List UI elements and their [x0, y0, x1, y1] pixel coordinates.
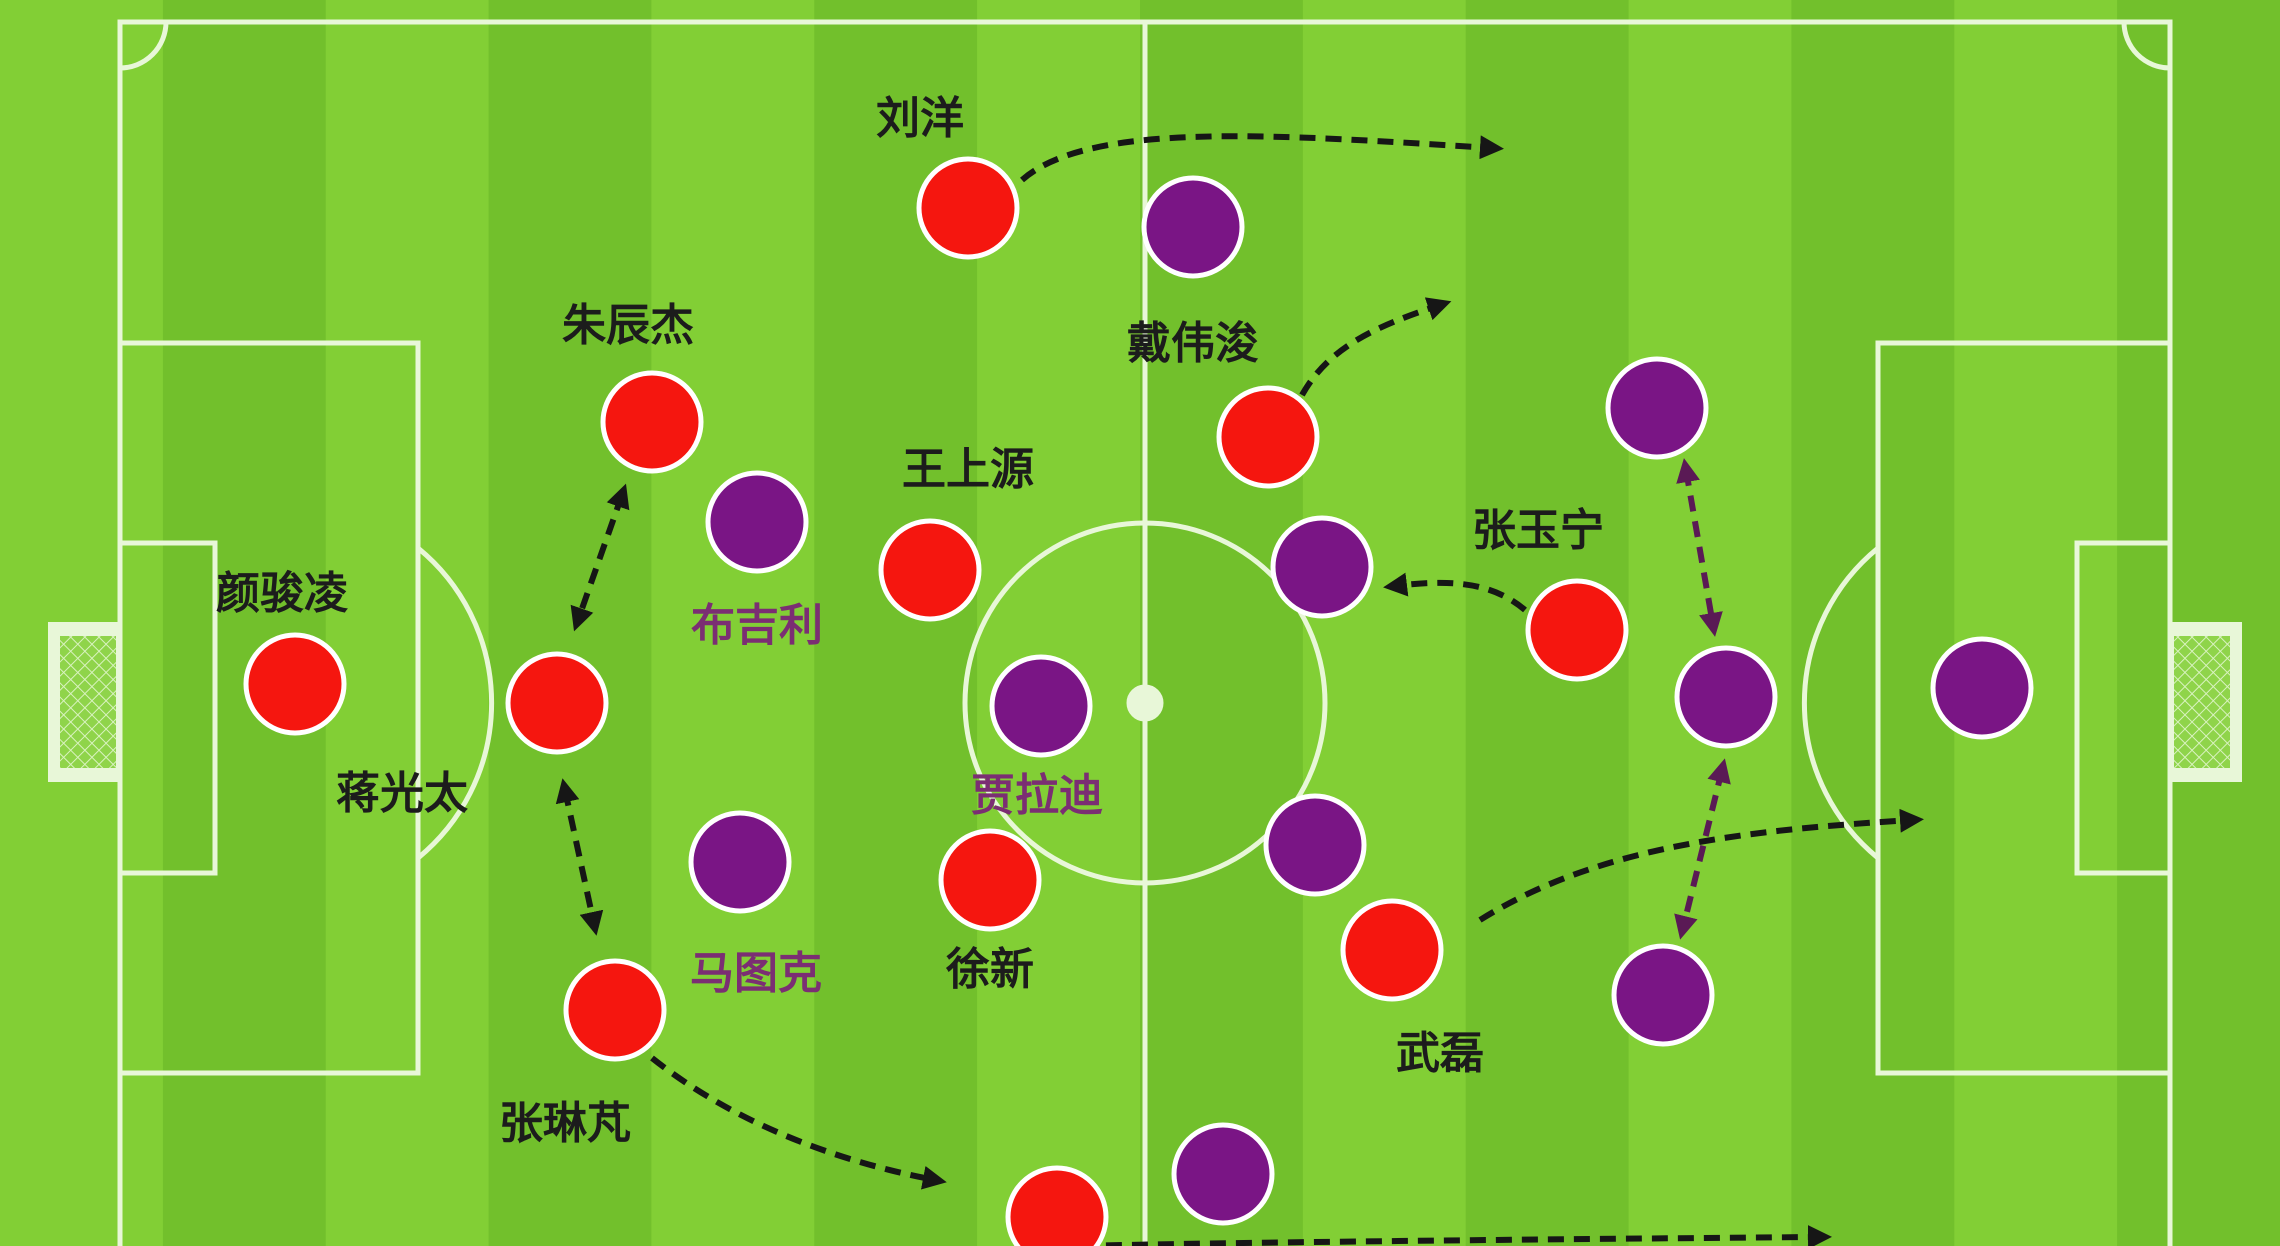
center-circle [962, 520, 1328, 886]
label-wu-lei: 武磊 [1396, 1028, 1484, 1079]
player-purple-purple-top [1141, 175, 1245, 279]
grass-stripe [1791, 0, 1956, 1246]
run-arrow-zhang-yuning [1383, 572, 1527, 613]
cover-arrow-zhu-jiang [570, 483, 630, 632]
label-zhu-chenjie: 朱辰杰 [562, 300, 694, 351]
player-purple-purple-center-right [1270, 515, 1374, 619]
movement-arrows [555, 133, 1924, 1246]
grass-stripe [325, 0, 490, 1246]
player-purple-purple-right-top [1605, 356, 1709, 460]
cover-arrow-purple-lower [1674, 758, 1731, 940]
player-purple-bujili [705, 470, 809, 574]
label-zhang-linpeng: 张琳芃 [499, 1098, 631, 1149]
grass-stripe [651, 0, 816, 1246]
player-red-wu-lei [1340, 898, 1444, 1002]
right-penalty-arc [1801, 546, 1880, 860]
player-labels: 刘洋 朱辰杰 戴伟浚 王上源 颜骏凌 蒋光太 张玉宁 徐新 武磊 张琳芃 布吉利… [216, 93, 1604, 1149]
cover-arrow-purple-upper [1676, 458, 1723, 637]
grass-stripe [1954, 0, 2119, 1246]
label-dai-weijun: 戴伟浚 [1127, 318, 1259, 369]
player-red-xu-xin [938, 828, 1042, 932]
player-purple-purple-mid-low [1263, 793, 1367, 897]
player-purple-purple-right-mid [1674, 645, 1778, 749]
player-red-dai-weijun [1216, 385, 1320, 489]
player-red-liu-yang [916, 156, 1020, 260]
label-yan-junling: 颜骏凌 [216, 568, 348, 619]
player-red-zhang-linpeng [563, 958, 667, 1062]
label-matuke: 马图克 [690, 948, 822, 999]
label-jiang-guangtai: 蒋光太 [336, 768, 468, 819]
grass-stripe [1302, 0, 1467, 1246]
run-arrow-zhang-linpeng [650, 1055, 947, 1190]
corner-arc-top-right [2121, 21, 2171, 71]
player-red-zhang-yuning [1525, 578, 1629, 682]
cover-arrow-jiang-zhang [555, 778, 604, 936]
center-spot [1126, 684, 1164, 722]
left-goal [48, 622, 120, 782]
grass-stripe [162, 0, 327, 1246]
grass-stripe [1628, 0, 1793, 1246]
label-liu-yang: 刘洋 [876, 93, 964, 144]
run-arrow-liu-yang [1020, 133, 1504, 183]
run-arrow-bottom [1079, 1225, 1832, 1246]
player-purple-purple-keeper [1930, 636, 2034, 740]
player-purple-purple-right-low [1611, 943, 1715, 1047]
run-arrow-dai-weijun [1299, 297, 1452, 397]
label-zhang-yuning: 张玉宁 [1472, 505, 1604, 556]
label-wang-shangyuan: 王上源 [902, 444, 1034, 495]
player-purple-purple-bottom [1171, 1122, 1275, 1226]
player-red-wang-shangyuan [878, 518, 982, 622]
label-bujili: 布吉利 [691, 600, 823, 651]
players [243, 156, 2034, 1246]
player-purple-matuke [688, 810, 792, 914]
player-purple-jialadi [989, 654, 1093, 758]
player-red-bottom-red [1005, 1165, 1109, 1246]
label-xu-xin: 徐新 [945, 944, 1034, 995]
right-goal [2170, 622, 2242, 782]
left-penalty-arc [416, 546, 495, 860]
player-red-yan-junling [243, 632, 347, 736]
player-red-zhu-chenjie [600, 370, 704, 474]
player-red-jiang-guangtai [505, 651, 609, 755]
corner-arc-top-left [119, 21, 169, 71]
label-jialadi: 贾拉迪 [971, 770, 1103, 821]
